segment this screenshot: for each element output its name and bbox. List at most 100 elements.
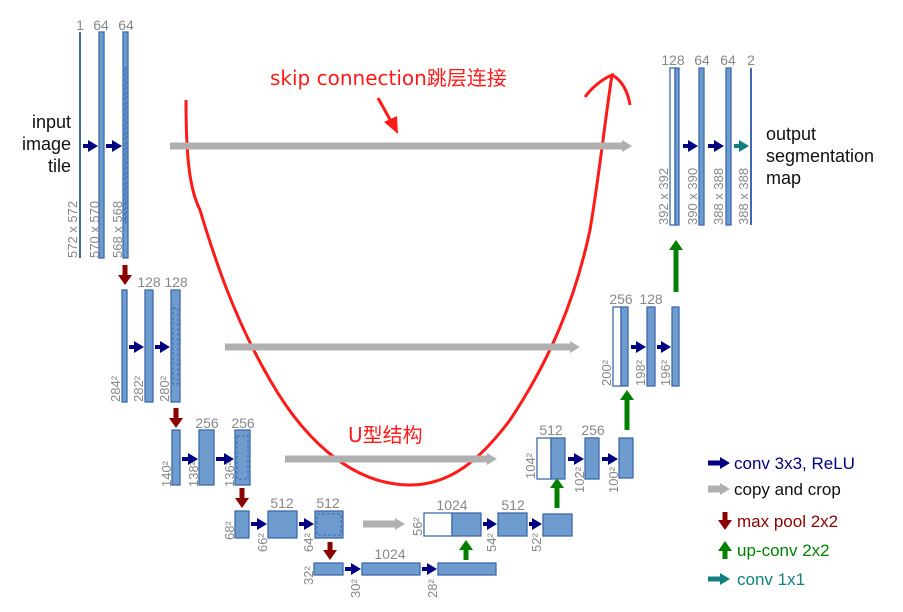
feature-map: [98, 31, 105, 259]
maxpool-arrow: [323, 542, 337, 560]
feature-map: [437, 562, 497, 576]
red-annotations: skip connection跳层连接 U型结构: [184, 66, 632, 487]
maxpool-arrow: [118, 265, 132, 285]
spatial-size: 284²: [108, 375, 123, 402]
feature-map: [144, 289, 154, 403]
input-image: [79, 32, 81, 258]
spatial-size: 30²: [348, 579, 363, 598]
spatial-size: 568 x 568: [110, 201, 125, 258]
feature-map: [171, 429, 181, 486]
teal-arrow-icon: [708, 573, 730, 585]
channel-count: 256: [609, 291, 633, 307]
conv-arrow: [251, 518, 267, 530]
copy-crop-arrow: [225, 341, 580, 353]
spatial-size: 136²: [222, 460, 237, 487]
crop-region: [124, 66, 127, 224]
conv-arrow: [129, 341, 144, 353]
cropped-feature-map: [536, 437, 552, 480]
channel-count: 64: [118, 17, 134, 33]
conv-arrow: [345, 563, 361, 575]
spatial-size: 388 x 388: [711, 168, 726, 225]
spatial-size: 28²: [425, 579, 440, 598]
channel-count: 128: [639, 291, 663, 307]
cropped-feature-map: [612, 306, 622, 387]
feature-map: [620, 306, 629, 387]
spatial-size: 392 x 392: [656, 168, 671, 225]
output-label: map: [766, 168, 801, 188]
spatial-size: 66²: [255, 533, 270, 552]
channel-count: 128: [137, 274, 161, 290]
input-label: input: [32, 112, 71, 132]
copy-crop-arrow: [363, 518, 405, 530]
conv-arrow: [568, 453, 584, 465]
feature-map: [584, 437, 600, 480]
feature-map: [170, 289, 181, 403]
channel-count: 64: [694, 52, 710, 68]
channel-count: 256: [195, 415, 219, 431]
conv1x1-arrow: [734, 140, 749, 152]
conv-arrow: [83, 140, 98, 152]
feature-map: [674, 67, 680, 226]
spatial-size: 100²: [606, 466, 621, 493]
cropped-feature-map: [423, 512, 453, 537]
input-label: image: [22, 134, 71, 154]
feature-map: [451, 512, 482, 537]
spatial-size: 52²: [529, 533, 544, 552]
spatial-size: 32²: [301, 566, 316, 585]
green-up-arrow-icon: [718, 541, 732, 559]
conv-arrow: [106, 140, 122, 152]
channel-count: 512: [539, 422, 563, 438]
channel-count: 2: [747, 52, 755, 68]
feature-map: [671, 306, 680, 387]
channel-count: 256: [581, 422, 605, 438]
input-label: tile: [48, 156, 71, 176]
conv-arrow: [483, 518, 497, 530]
channel-count: 256: [231, 415, 255, 431]
u-curve-annotation: [184, 72, 632, 487]
channel-count: 64: [720, 52, 736, 68]
legend-label: max pool 2x2: [737, 512, 838, 531]
feature-map: [314, 510, 344, 539]
feature-map: [313, 562, 344, 576]
legend-label: conv 1x1: [737, 570, 805, 589]
upconv-arrow: [550, 478, 564, 508]
feature-map: [267, 510, 298, 539]
feature-map: [698, 67, 705, 226]
crop-region: [172, 307, 179, 385]
spatial-size: 570 x 570: [87, 201, 102, 258]
feature-map: [618, 437, 634, 479]
channel-count: 1024: [436, 497, 467, 513]
channel-count: 64: [93, 17, 109, 33]
red-down-arrow-icon: [718, 512, 732, 530]
spatial-size: 282²: [131, 375, 146, 402]
channel-count: 1: [76, 17, 84, 33]
conv-arrow: [708, 140, 724, 152]
spatial-size: 54²: [484, 533, 499, 552]
conv-arrow: [422, 563, 437, 575]
feature-map: [497, 512, 528, 537]
feature-map: [361, 562, 421, 576]
conv-arrow: [657, 341, 671, 353]
spatial-size: 56²: [410, 517, 425, 536]
output-label: output: [766, 124, 816, 144]
legend-label: up-conv 2x2: [737, 541, 830, 560]
spatial-size: 388 x 388: [736, 168, 751, 225]
conv-arrow: [631, 341, 646, 353]
crop-region: [316, 513, 342, 536]
navy-arrow-icon: [708, 457, 730, 469]
gray-arrow-icon: [708, 483, 730, 495]
conv-arrow: [155, 341, 170, 353]
spatial-size: 140²: [159, 460, 174, 487]
channel-count: 512: [316, 495, 340, 511]
crop-region: [236, 435, 249, 480]
feature-map: [550, 437, 566, 480]
spatial-size: 104²: [523, 452, 538, 479]
spatial-size: 68²: [222, 521, 237, 540]
u-shape-annotation: U型结构: [348, 423, 423, 447]
conv-arrow: [602, 453, 618, 465]
feature-map: [234, 510, 250, 539]
feature-map: [234, 429, 251, 486]
feature-map: [542, 513, 573, 537]
spatial-size: 64²: [301, 533, 316, 552]
